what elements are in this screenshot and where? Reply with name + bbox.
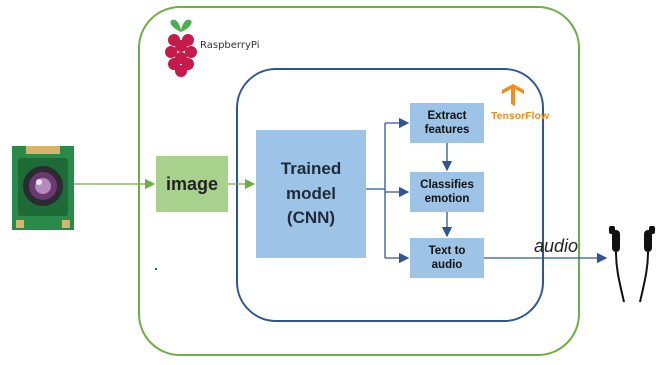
camera-icon — [12, 146, 74, 230]
earphones-icon — [609, 226, 655, 303]
step-line: Text to — [428, 244, 466, 257]
tensorflow-logo-icon — [502, 84, 524, 106]
audio-output-label: audio — [534, 236, 579, 256]
step-line: audio — [431, 259, 463, 271]
step-line: Extract — [427, 109, 467, 122]
step-line: Classifies — [420, 178, 474, 191]
text-to-audio-step: Text to audio — [410, 238, 484, 278]
raspberry-pi-label: RaspberryPi — [200, 40, 260, 51]
tensorflow-boundary — [236, 68, 544, 322]
model-line: Trained — [280, 159, 342, 179]
raspberry-pi-logo-icon — [165, 19, 197, 77]
trained-model-box: Trained model (CNN) — [256, 130, 366, 258]
step-line: emotion — [424, 193, 470, 205]
image-box: image — [156, 156, 228, 212]
raspberry-pi-boundary — [138, 6, 580, 356]
classifies-emotion-step: Classifies emotion — [410, 172, 484, 212]
step-line: features — [424, 124, 470, 136]
extract-features-step: Extract features — [410, 103, 484, 143]
model-line: (CNN) — [286, 208, 336, 228]
model-line: model — [285, 183, 337, 203]
tensorflow-label: TensorFlow — [491, 110, 550, 122]
image-label: image — [165, 173, 219, 194]
stray-dot — [155, 268, 157, 270]
